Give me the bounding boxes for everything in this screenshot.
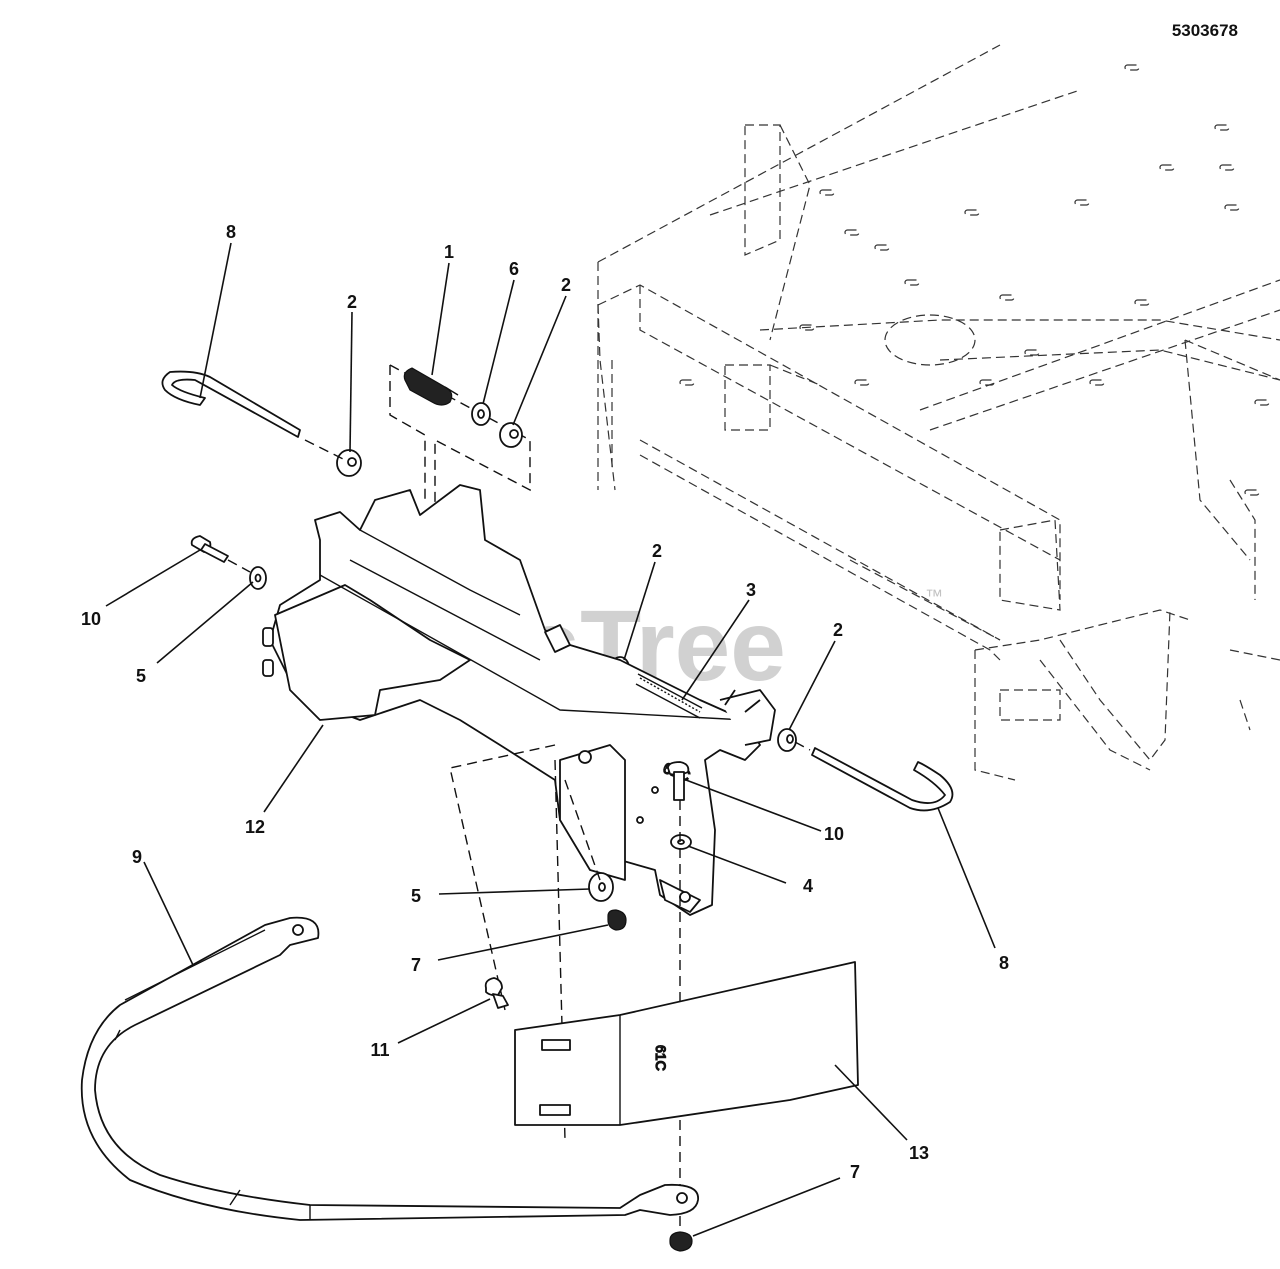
callout-3: 3 [746,580,756,600]
callout-12: 12 [245,817,265,837]
callout-6: 6 [509,259,519,279]
callout-1: 1 [444,242,454,262]
callout-2-nut-right: 2 [833,620,843,640]
part-spring [635,673,703,719]
part-nut-7-center [607,909,627,931]
part-bumper-bar [80,916,699,1221]
part-cover-plate: 61C [514,961,859,1126]
callout-10-right: 10 [824,824,844,844]
callout-7-bottom: 7 [850,1162,860,1182]
part-main-bracket: 61C [262,484,776,916]
part-bushing [403,367,459,406]
part-nut-d [777,728,797,752]
callout-5-center: 5 [411,886,421,906]
part-bolt-left [190,535,229,563]
callout-labels: 1 2 2 2 2 3 4 5 5 6 7 7 8 8 9 10 10 11 1… [81,222,1009,1182]
callout-8-left: 8 [226,222,236,242]
leader-lines [105,242,996,1237]
part-nut-a [336,449,362,477]
callout-7-center: 7 [411,955,421,975]
part-washer-4 [670,834,692,850]
callout-11: 11 [370,1040,389,1060]
part-bolt-11 [484,977,509,1009]
part-nut-7-bottom [669,1231,693,1252]
callout-9: 9 [132,847,142,867]
callout-10-left: 10 [81,609,101,629]
callout-2-nut-left: 2 [347,292,357,312]
mower-deck-ghost [597,44,1280,781]
callout-8-right: 8 [999,953,1009,973]
cover-marking: 61C [653,1045,669,1071]
callout-2-nut-spring: 2 [652,541,662,561]
part-hitch-pin-right [811,747,954,812]
part-hitch-pin-left [161,370,301,438]
document-number: 5303678 [1172,21,1238,40]
callout-4: 4 [803,876,813,896]
callout-13: 13 [909,1143,929,1163]
part-washer-center [588,872,614,902]
part-bolt-right [667,761,690,801]
part-nut-b [499,422,523,448]
callout-5-left: 5 [136,666,146,686]
part-washer-6 [471,402,491,426]
callout-2-nut-top: 2 [561,275,571,295]
part-washer-left [249,566,267,590]
watermark-trademark: ™ [925,586,943,606]
